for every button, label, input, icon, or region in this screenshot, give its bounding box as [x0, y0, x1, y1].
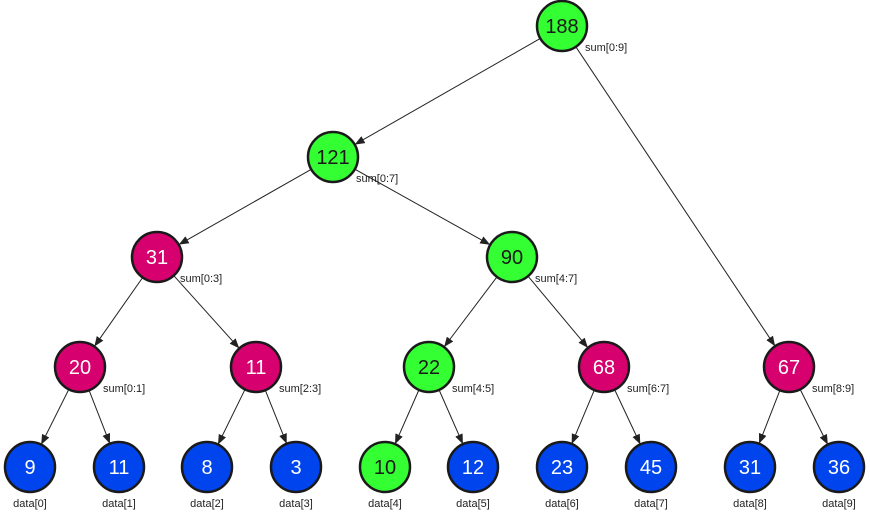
- edge-n7-d6: [571, 389, 595, 444]
- node-label: sum[0:7]: [356, 173, 398, 185]
- node-value: 3: [290, 457, 301, 479]
- node-value: 12: [462, 457, 484, 479]
- node-label: sum[6:7]: [627, 383, 669, 395]
- node-circle: [577, 340, 631, 394]
- leaf-node-d4: 10 data[4]: [358, 440, 412, 510]
- edge-n1-n3: [354, 168, 491, 245]
- node-value: 11: [246, 357, 267, 379]
- edge-n4-d0: [41, 389, 70, 445]
- node-value: 8: [201, 457, 212, 479]
- leaf-node-d2: 8 data[2]: [180, 440, 234, 510]
- edge-n1-n2: [178, 168, 312, 245]
- node-circle: [535, 440, 589, 494]
- node-label: sum[0:9]: [585, 42, 627, 54]
- tree-node-n1: 121 sum[0:7]: [306, 130, 398, 185]
- node-value: 36: [828, 457, 850, 479]
- node-value: 67: [778, 357, 800, 379]
- node-label: data[7]: [634, 498, 668, 510]
- tree-node-n3: 90 sum[4:7]: [485, 230, 577, 285]
- node-circle: [53, 340, 107, 394]
- leaf-node-d6: 23 data[6]: [535, 440, 589, 510]
- leaf-node-d8: 31 data[8]: [723, 440, 777, 510]
- node-value: 68: [593, 357, 615, 379]
- node-label: data[0]: [13, 498, 47, 510]
- edge-n3-n7: [527, 275, 588, 348]
- leaf-node-d1: 11 data[1]: [92, 440, 146, 510]
- leaf-node-d3: 3 data[3]: [269, 440, 323, 510]
- node-circle: [269, 440, 323, 494]
- node-label: data[1]: [102, 498, 136, 510]
- node-circle: [229, 340, 283, 394]
- node-value: 31: [739, 457, 761, 479]
- edge-n3-n6: [444, 276, 498, 348]
- tree-node-n8: 67 sum[8:9]: [762, 340, 854, 395]
- node-label: data[9]: [822, 498, 856, 510]
- node-label: sum[0:1]: [103, 383, 145, 395]
- tree-node-n7: 68 sum[6:7]: [577, 340, 669, 395]
- node-circle: [446, 440, 500, 494]
- node-value: 9: [24, 457, 35, 479]
- node-value: 90: [501, 247, 523, 269]
- node-label: data[4]: [368, 498, 402, 510]
- node-value: 121: [316, 147, 349, 169]
- edge-n5-d3: [264, 390, 287, 444]
- node-label: sum[2:3]: [279, 383, 321, 395]
- edge-n2-n5: [173, 275, 240, 349]
- edge-n7-d7: [614, 389, 641, 445]
- node-label: sum[4:7]: [535, 273, 577, 285]
- edge-n2-n4: [94, 277, 144, 347]
- node-circle: [306, 130, 360, 184]
- tree-node-n4: 20 sum[0:1]: [53, 340, 145, 395]
- node-circle: [624, 440, 678, 494]
- tree-node-n0: 188 sum[0:9]: [535, 0, 627, 54]
- node-circle: [402, 340, 456, 394]
- node-label: data[3]: [279, 498, 313, 510]
- edge-n8-d8: [758, 390, 781, 444]
- node-value: 22: [418, 357, 440, 379]
- node-value: 45: [640, 457, 662, 479]
- node-value: 31: [146, 247, 168, 269]
- node-circle: [762, 340, 816, 394]
- node-value: 20: [69, 357, 91, 379]
- node-circle: [358, 440, 412, 494]
- edge-n6-d4: [395, 389, 420, 445]
- node-label: sum[4:5]: [452, 383, 494, 395]
- node-label: sum[0:3]: [180, 273, 222, 285]
- nodes-layer: 188 sum[0:9] 121 sum[0:7] 31 sum[0:3] 90 sum[4:…: [3, 0, 866, 510]
- node-label: data[8]: [733, 498, 767, 510]
- node-circle: [130, 230, 184, 284]
- edge-n4-d1: [88, 390, 111, 444]
- node-circle: [812, 440, 866, 494]
- edge-n8-d9: [799, 389, 828, 445]
- edge-n0-n1: [354, 37, 541, 145]
- node-label: sum[8:9]: [812, 383, 854, 395]
- edge-n5-d2: [217, 389, 246, 445]
- node-label: data[5]: [456, 498, 490, 510]
- node-value: 10: [374, 457, 396, 479]
- tree-node-n6: 22 sum[4:5]: [402, 340, 494, 395]
- leaf-node-d5: 12 data[5]: [446, 440, 500, 510]
- leaf-node-d7: 45 data[7]: [624, 440, 678, 510]
- node-label: data[2]: [190, 498, 224, 510]
- leaf-node-d0: 9 data[0]: [3, 440, 57, 510]
- node-circle: [535, 0, 589, 53]
- node-value: 11: [109, 457, 130, 479]
- tree-node-n2: 31 sum[0:3]: [130, 230, 222, 285]
- node-circle: [3, 440, 57, 494]
- node-circle: [92, 440, 146, 494]
- node-circle: [723, 440, 777, 494]
- node-label: data[6]: [545, 498, 579, 510]
- node-circle: [180, 440, 234, 494]
- node-circle: [485, 230, 539, 284]
- leaf-node-d9: 36 data[9]: [812, 440, 866, 510]
- edge-n0-n8: [575, 46, 776, 347]
- node-value: 23: [551, 457, 573, 479]
- tree-node-n5: 11 sum[2:3]: [229, 340, 321, 395]
- node-value: 188: [545, 16, 578, 38]
- edge-n6-d5: [438, 389, 463, 445]
- edges-layer: [41, 37, 828, 445]
